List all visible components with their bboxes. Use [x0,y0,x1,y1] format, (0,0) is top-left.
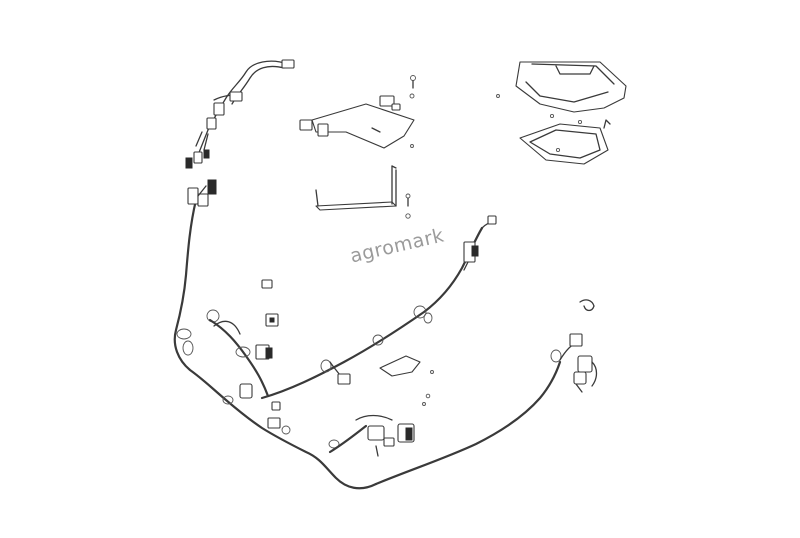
center-mounting-plate [299,75,416,149]
housing-cover [496,61,627,113]
main-wiring-harness [173,179,598,490]
bracket-rod [315,165,411,219]
housing-bracket [519,113,611,165]
upper-left-pigtail-harness [185,59,295,169]
loose-small-parts [261,279,434,406]
